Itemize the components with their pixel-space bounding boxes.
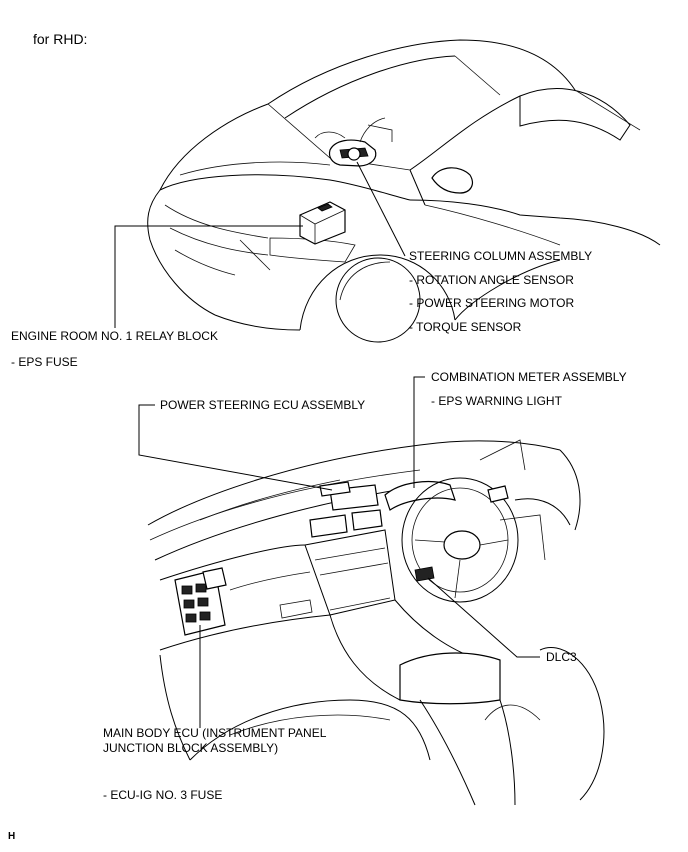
leader-relay-block <box>114 225 303 328</box>
steering-column-part <box>314 117 393 167</box>
label-steering-column-assembly: STEERING COLUMN ASSEMBLY <box>409 249 593 263</box>
label-power-steering-motor: - POWER STEERING MOTOR <box>409 296 575 310</box>
label-combination-meter-assembly: COMBINATION METER ASSEMBLY <box>431 370 627 384</box>
label-eps-fuse: - EPS FUSE <box>11 355 78 369</box>
relay-block-part <box>299 201 346 245</box>
dashboard-interior-illustration <box>147 439 605 806</box>
leader-dlc3 <box>427 577 540 658</box>
leader-combination-meter <box>413 376 425 488</box>
label-power-steering-ecu-assembly: POWER STEERING ECU ASSEMBLY <box>160 398 366 412</box>
label-ecu-ig-no3-fuse: - ECU-IG NO. 3 FUSE <box>103 788 223 802</box>
label-rotation-angle-sensor: - ROTATION ANGLE SENSOR <box>409 273 574 287</box>
leader-power-steering-ecu <box>138 404 333 491</box>
label-torque-sensor: - TORQUE SENSOR <box>409 320 522 334</box>
figure-code: H <box>8 831 16 842</box>
label-engine-room-relay-block: ENGINE ROOM NO. 1 RELAY BLOCK <box>11 329 218 343</box>
label-dlc3: DLC3 <box>546 650 577 664</box>
leader-steering-column <box>356 161 406 257</box>
label-eps-warning-light: - EPS WARNING LIGHT <box>431 394 562 408</box>
power-steering-ecu-part <box>319 481 351 497</box>
car-exterior-illustration <box>147 39 661 343</box>
dlc3-part <box>414 566 435 582</box>
label-main-body-ecu: MAIN BODY ECU (INSTRUMENT PANEL JUNCTION… <box>103 726 327 755</box>
diagram-header: for RHD: <box>33 31 88 47</box>
main-body-ecu-part <box>174 567 227 636</box>
